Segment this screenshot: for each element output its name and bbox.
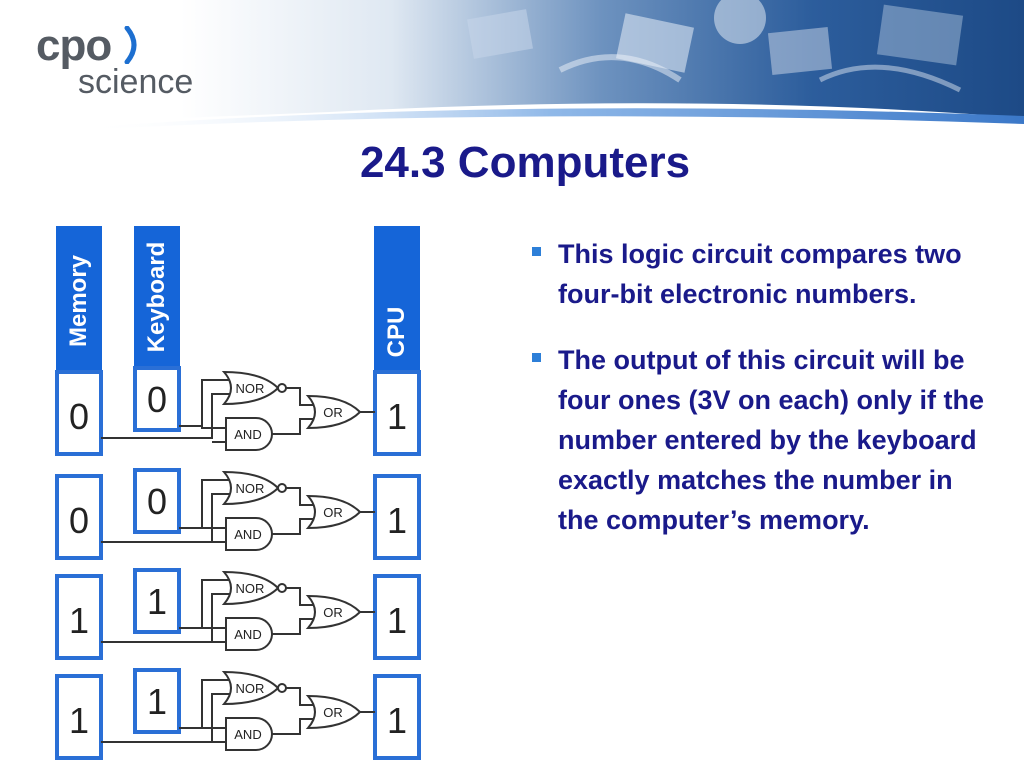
wire [101, 693, 230, 743]
keyboard-bit-value: 0 [147, 481, 167, 522]
wire [101, 493, 230, 543]
or-gate-label: OR [323, 505, 343, 520]
memory-bit-value: 0 [69, 396, 89, 437]
circuit-row: 0 0 1 NOR AND OR [55, 366, 421, 456]
nor-bubble [277, 383, 287, 393]
keyboard-bit-box [133, 568, 181, 634]
slide-title: 24.3 Computers [359, 138, 691, 187]
bullet-item: The output of this circuit will be four … [530, 340, 1000, 540]
memory-bit-value: 1 [69, 700, 89, 741]
wire [201, 480, 230, 529]
wire [179, 379, 230, 427]
cpu-bit-value: 1 [387, 500, 407, 541]
keyboard-column-label: Keyboard [143, 242, 170, 353]
or-gate [305, 594, 362, 630]
and-gate-label: AND [234, 627, 261, 642]
nor-gate-label: NOR [236, 381, 265, 396]
header-banner [80, 0, 1024, 130]
wire [201, 380, 230, 429]
nor-gate [221, 370, 280, 406]
bullet-text: The output of this circuit will be four … [558, 345, 985, 535]
bullet-item: This logic circuit compares two four-bit… [530, 234, 1000, 314]
nor-gate-label: NOR [236, 681, 265, 696]
memory-column-label: Memory [65, 254, 92, 347]
wire [179, 579, 230, 629]
keyboard-bit-box [133, 668, 181, 734]
cpu-column-header: CPU [374, 226, 420, 376]
circuit-row: 1 1 1 NOR AND OR [55, 668, 421, 760]
keyboard-column-header: Keyboard [134, 226, 180, 368]
bullet-text: This logic circuit compares two four-bit… [558, 239, 962, 309]
wire [286, 387, 314, 406]
wire [286, 587, 314, 606]
or-gate-label: OR [323, 605, 343, 620]
nor-gate [221, 670, 280, 706]
cpu-bit-value: 1 [387, 396, 407, 437]
cpu-bit-box [373, 574, 421, 660]
circuit-row: 1 1 1 NOR AND OR [55, 568, 421, 660]
logo-arc-icon [124, 26, 137, 64]
cpu-bit-box [373, 474, 421, 560]
nor-bubble [277, 583, 287, 593]
cpu-bit-value: 1 [387, 700, 407, 741]
or-gate [305, 394, 362, 430]
cpu-column-label: CPU [383, 307, 410, 358]
wire [272, 718, 314, 735]
wire [179, 479, 230, 529]
memory-bit-box [55, 370, 103, 456]
memory-bit-box [55, 474, 103, 560]
or-gate [305, 494, 362, 530]
memory-bit-box [55, 574, 103, 660]
keyboard-bit-value: 1 [147, 681, 167, 722]
keyboard-bit-box [133, 468, 181, 534]
and-gate-label: AND [234, 727, 261, 742]
keyboard-bit-value: 0 [147, 379, 167, 420]
keyboard-bit-value: 1 [147, 581, 167, 622]
and-gate [225, 517, 273, 551]
nor-gate-label: NOR [236, 581, 265, 596]
wire [101, 593, 230, 643]
circuit-row: 0 0 1 NOR AND OR [55, 468, 421, 560]
and-gate [225, 617, 273, 651]
and-gate-label: AND [234, 427, 261, 442]
square-bullet-icon [532, 353, 541, 362]
or-gate [305, 694, 362, 730]
wire [201, 580, 230, 629]
wire [179, 679, 230, 729]
wire [272, 518, 314, 535]
wire [286, 487, 314, 506]
or-gate-label: OR [323, 405, 343, 420]
logo-science-text: science [78, 63, 194, 101]
cpu-bit-box [373, 674, 421, 760]
nor-gate-label: NOR [236, 481, 265, 496]
square-bullet-icon [532, 247, 541, 256]
cpu-bit-box [373, 370, 421, 456]
nor-bubble [277, 683, 287, 693]
nor-gate [221, 570, 280, 606]
cpu-bit-value: 1 [387, 600, 407, 641]
and-gate-label: AND [234, 527, 261, 542]
logo-cpo-text: cpo [36, 21, 112, 70]
wire [201, 680, 230, 729]
bullet-list: This logic circuit compares two four-bit… [530, 234, 1000, 566]
memory-bit-value: 0 [69, 500, 89, 541]
and-gate [225, 417, 273, 451]
nor-gate [221, 470, 280, 506]
memory-bit-value: 1 [69, 600, 89, 641]
wire [286, 687, 314, 706]
keyboard-bit-box [133, 366, 181, 432]
wire [272, 618, 314, 635]
or-gate-label: OR [323, 705, 343, 720]
wire [272, 418, 314, 435]
cpo-science-logo: cpo science [36, 24, 226, 104]
memory-bit-box [55, 674, 103, 760]
memory-column-header: Memory [56, 226, 102, 376]
nor-bubble [277, 483, 287, 493]
and-gate [225, 717, 273, 751]
wire [101, 393, 230, 439]
